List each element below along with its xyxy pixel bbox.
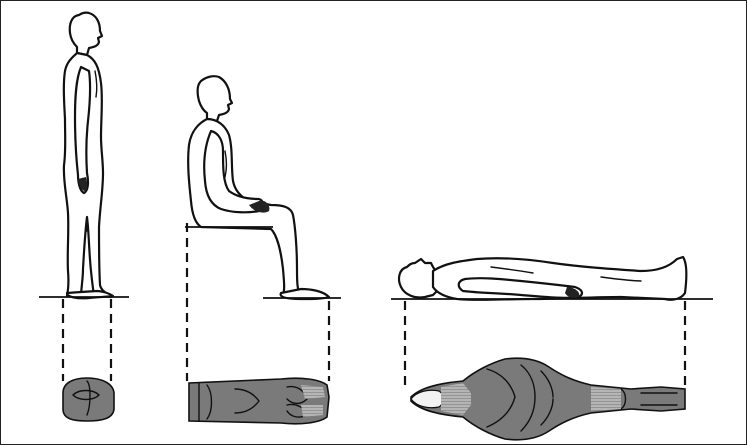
lying-figure <box>399 257 686 300</box>
sitting-figure <box>188 76 329 299</box>
standing-shadow <box>63 378 114 421</box>
standing-figure <box>64 13 113 299</box>
lying-shadow <box>411 358 685 439</box>
sitting-shadow <box>189 378 329 424</box>
